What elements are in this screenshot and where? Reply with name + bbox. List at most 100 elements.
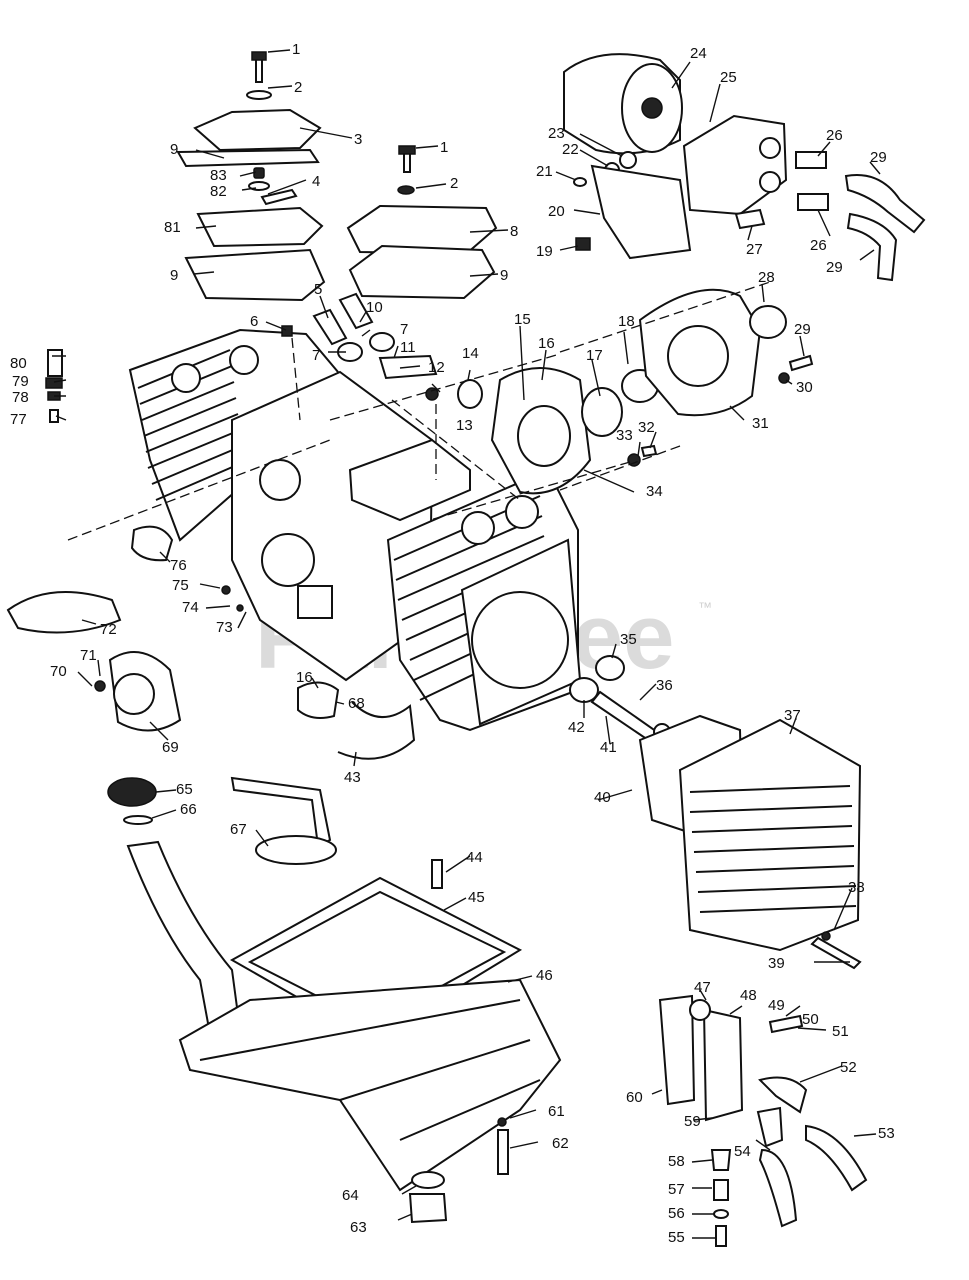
callout-61: 61 (548, 1103, 565, 1120)
cylinder-bore (471, 591, 569, 689)
callout-79: 79 (12, 373, 29, 390)
callout-48: 48 (740, 987, 757, 1004)
rod-bearing-upper[interactable] (595, 655, 625, 681)
oil-pan-base[interactable] (178, 978, 562, 1192)
seal-ring[interactable] (457, 379, 483, 409)
hose-fitting-lower[interactable] (797, 193, 829, 211)
oil-pan-group (178, 859, 562, 1224)
pump-screw[interactable] (94, 680, 106, 692)
leader-lines (52, 49, 881, 1239)
filter-adapter-nipple[interactable] (619, 151, 637, 169)
head-washer[interactable] (821, 931, 831, 941)
cam-bushing-68[interactable] (297, 681, 340, 719)
drain-plug[interactable] (408, 1193, 448, 1224)
valve-cover-screw[interactable] (403, 151, 411, 173)
adapter-port-upper[interactable] (759, 137, 781, 159)
callout-29: 29 (826, 259, 843, 276)
rear-oil-seal[interactable] (749, 305, 787, 339)
housing-stud[interactable] (640, 444, 658, 458)
callout-71: 71 (80, 647, 97, 664)
valve-cover-washer[interactable] (397, 185, 415, 195)
block-plug[interactable] (281, 325, 293, 337)
callout-29: 29 (794, 321, 811, 338)
head-bolt[interactable] (810, 936, 862, 970)
bracket-nut[interactable] (575, 237, 591, 251)
oil-hose-lower[interactable] (846, 212, 898, 282)
oil-filter-adapter[interactable] (682, 114, 788, 216)
callout-34: 34 (646, 483, 663, 500)
adapter-port-lower[interactable] (759, 171, 781, 193)
top-washer[interactable] (246, 90, 272, 100)
camshaft-bushing[interactable] (130, 525, 174, 562)
callout-82: 82 (210, 183, 227, 200)
callout-72: 72 (100, 621, 117, 638)
cylinder-head[interactable] (678, 718, 862, 952)
crankcase-breather-tube[interactable] (230, 776, 332, 848)
oil-hose-upper[interactable] (844, 174, 926, 234)
relief-valve[interactable] (710, 1149, 732, 1171)
oil-line-right[interactable] (805, 1124, 868, 1192)
valve-cover[interactable] (346, 204, 498, 256)
breather-cover[interactable] (193, 108, 322, 152)
top-screw-head[interactable] (251, 51, 267, 61)
tappet-right[interactable] (338, 292, 374, 330)
valve-cover-screw-head[interactable] (398, 145, 416, 155)
bolt-80[interactable] (47, 349, 63, 377)
callout-12: 12 (428, 359, 445, 376)
pin-74[interactable] (236, 604, 244, 612)
filter-bracket[interactable] (590, 164, 692, 260)
callout-2: 2 (450, 175, 458, 192)
top-screw[interactable] (255, 57, 263, 83)
oil-line-lower[interactable] (758, 1148, 798, 1228)
housing-screw[interactable] (788, 354, 814, 372)
oil-fill-tube[interactable] (126, 840, 242, 1036)
callout-40: 40 (594, 789, 611, 806)
pan-bolt[interactable] (497, 1129, 509, 1175)
breather-plate[interactable] (196, 206, 324, 248)
adapter-elbow[interactable] (689, 999, 711, 1021)
valve-guide-right[interactable] (369, 332, 395, 352)
oil-pump-gear[interactable] (113, 673, 155, 715)
callout-67: 67 (230, 821, 247, 838)
oil-fill-cap[interactable] (107, 777, 157, 807)
oil-fill-gasket[interactable] (123, 815, 153, 825)
adapter-gasket[interactable] (658, 994, 696, 1106)
adapter-screw[interactable] (768, 1014, 804, 1034)
valve-cover-stack (346, 145, 498, 300)
adapter-fitting-54[interactable] (756, 1106, 784, 1148)
relief-washer[interactable] (713, 1209, 729, 1219)
spring-79[interactable] (45, 377, 63, 389)
breather-stud[interactable] (260, 188, 298, 206)
breather-gasket[interactable] (176, 148, 320, 168)
adapter-fitting[interactable] (734, 208, 766, 230)
plug-75[interactable] (221, 585, 231, 595)
callout-6: 6 (250, 313, 258, 330)
valve-cover-gasket[interactable] (348, 244, 496, 300)
callout-20: 20 (548, 203, 565, 220)
relief-spring[interactable] (713, 1179, 729, 1201)
valve-retainer[interactable] (425, 387, 439, 401)
adapter-body[interactable] (702, 1008, 744, 1122)
callout-75: 75 (172, 577, 189, 594)
breather-tube-base[interactable] (255, 835, 337, 865)
drain-gasket[interactable] (411, 1171, 445, 1189)
breather-gasket-lower[interactable] (184, 248, 326, 302)
oil-fill-group (107, 776, 337, 1036)
oil-seal[interactable] (581, 387, 623, 437)
breather-nut[interactable] (253, 167, 265, 179)
tappet-left[interactable] (312, 308, 348, 346)
callout-17: 17 (586, 347, 603, 364)
oil-tube[interactable] (337, 701, 416, 760)
callout-30: 30 (796, 379, 813, 396)
pin-77[interactable] (49, 409, 59, 423)
adapter-fitting-52[interactable] (758, 1076, 808, 1114)
dowel-pin[interactable] (431, 859, 443, 889)
hose-fitting-upper[interactable] (795, 151, 827, 169)
crankcase[interactable] (231, 370, 434, 682)
callout-31: 31 (752, 415, 769, 432)
relief-plug[interactable] (715, 1225, 727, 1247)
pan-bolt-washer[interactable] (497, 1117, 507, 1127)
bracket-washer[interactable] (573, 177, 587, 187)
housing-nut[interactable] (627, 453, 641, 467)
oil-filter-port[interactable] (641, 97, 663, 119)
